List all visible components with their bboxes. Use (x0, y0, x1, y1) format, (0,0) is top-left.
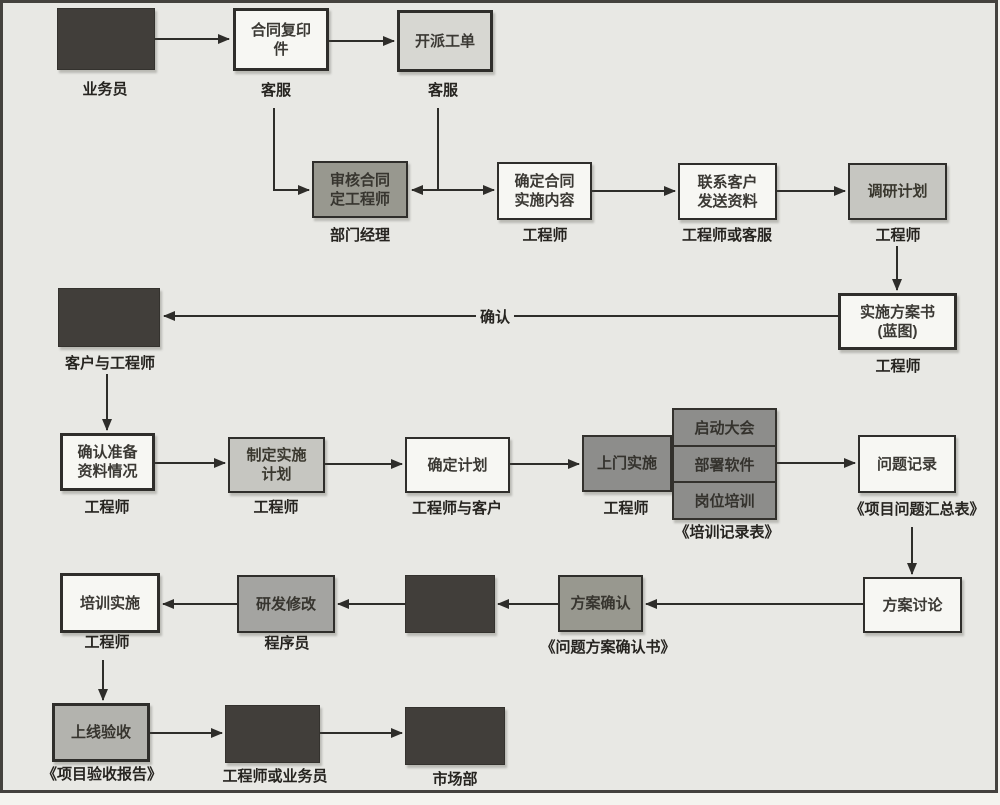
stack-item-post-training: 岗位培训 (694, 493, 755, 511)
finalize-plan-role-label: 工程师与客户 (411, 500, 503, 517)
rd-modification-role-label: 程序员 (264, 635, 310, 652)
issue-summary-doc-label: 《项目问题汇总表》 (849, 501, 985, 518)
engineer-or-sales-role-label: 工程师或业务员 (222, 768, 328, 785)
marketing-dept-box (405, 707, 505, 765)
review-contract-box: 审核合同 定工程师 (312, 161, 408, 218)
dispatch-order-role-label: 客服 (427, 82, 459, 99)
blueprint-role-label: 工程师 (875, 358, 921, 375)
confirm-edge-label: 确认 (475, 306, 515, 327)
confirm-materials-role-label: 工程师 (84, 499, 130, 516)
engineer-or-sales-box (225, 705, 320, 763)
implementation-plan-box: 制定实施 计划 (228, 437, 325, 493)
issue-record-box: 问题记录 (858, 435, 956, 493)
onsite-implementation-box: 上门实施 (582, 435, 672, 492)
solution-confirmation-doc-label: 《问题方案确认书》 (540, 639, 676, 656)
customer-engineer-role-label: 客户与工程师 (64, 355, 156, 372)
finalize-plan-box: 确定计划 (405, 437, 510, 493)
solution-confirmation-box: 方案确认 (558, 575, 643, 632)
marketing-dept-role-label: 市场部 (432, 771, 478, 788)
define-content-role-label: 工程师 (522, 227, 568, 244)
contact-customer-box: 联系客户 发送资料 (678, 163, 777, 220)
customer-engineer-box (58, 288, 160, 347)
review-contract-role-label: 部门经理 (329, 227, 391, 244)
stack-item-kickoff-meeting: 启动大会 (674, 410, 775, 447)
training-stack: 启动大会 部署软件 岗位培训 (672, 408, 777, 520)
training-record-doc-label: 《培训记录表》 (674, 524, 780, 541)
rd-modification-box: 研发修改 (237, 575, 335, 633)
unlabeled-dark-box (405, 575, 495, 633)
stack-item-deploy-software: 部署软件 (674, 447, 775, 484)
go-live-acceptance-box: 上线验收 (52, 703, 150, 762)
training-delivery-box: 培训实施 (60, 573, 160, 633)
solution-discussion-box: 方案讨论 (863, 577, 962, 633)
salesperson-role-label: 业务员 (82, 81, 128, 98)
acceptance-report-doc-label: 《项目验收报告》 (41, 766, 163, 783)
contact-customer-role-label: 工程师或客服 (681, 227, 773, 244)
dispatch-order-box: 开派工单 (397, 10, 493, 72)
implementation-plan-role-label: 工程师 (253, 499, 299, 516)
onsite-role-label: 工程师 (603, 500, 649, 517)
research-plan-box: 调研计划 (848, 163, 947, 220)
define-content-box: 确定合同 实施内容 (497, 162, 592, 220)
training-delivery-role-label: 工程师 (84, 634, 130, 651)
blueprint-box: 实施方案书 (蓝图) (838, 293, 957, 350)
contract-copy-box: 合同复印 件 (233, 8, 329, 71)
contract-copy-role-label: 客服 (260, 82, 292, 99)
confirm-materials-box: 确认准备 资料情况 (60, 433, 155, 491)
salesperson-box (57, 8, 155, 70)
research-plan-role-label: 工程师 (875, 227, 921, 244)
